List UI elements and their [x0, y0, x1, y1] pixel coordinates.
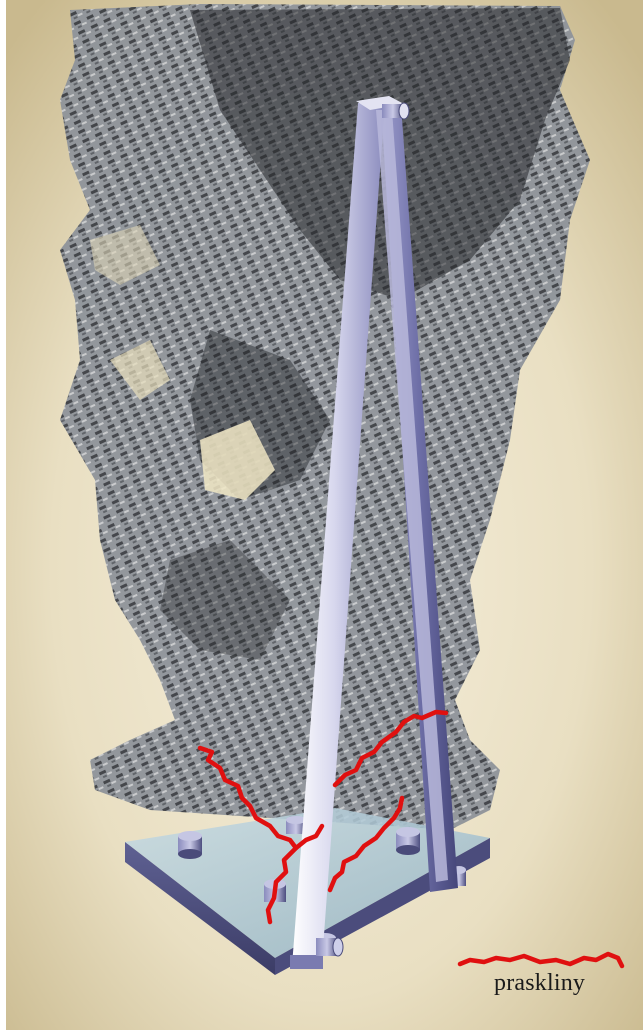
bolt-left: [178, 831, 202, 859]
foot-bolt: [316, 938, 343, 956]
left-white-margin: [0, 0, 6, 1030]
legend-label: praskliny: [494, 970, 585, 997]
top-bolt: [382, 103, 409, 119]
frame-foot-left: [290, 955, 323, 969]
bolt-right: [396, 827, 420, 855]
